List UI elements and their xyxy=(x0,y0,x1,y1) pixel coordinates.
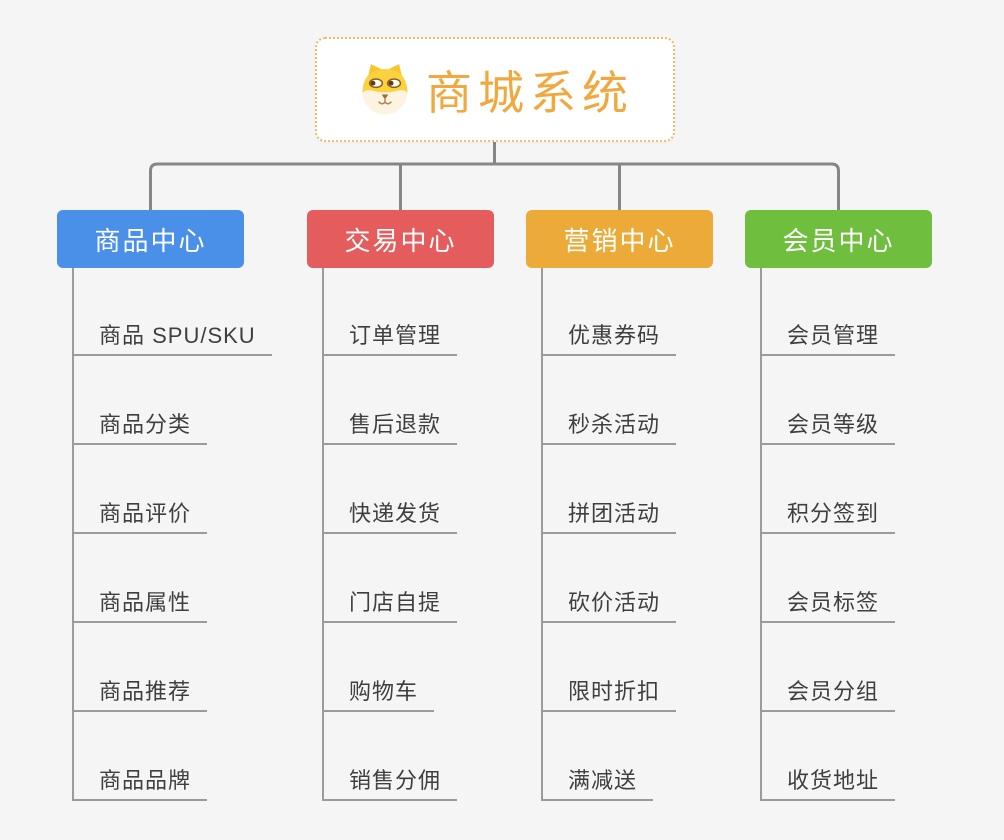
branch-node-member-center[interactable]: 会员中心 xyxy=(745,210,932,268)
leaf-item[interactable]: 商品分类 xyxy=(72,411,208,445)
branch-label: 营销中心 xyxy=(563,225,676,256)
leaf-item[interactable]: 商品品牌 xyxy=(72,767,208,801)
branch-label: 商品中心 xyxy=(94,225,207,256)
leaf-item[interactable]: 收货地址 xyxy=(760,767,896,801)
leaf-item[interactable]: 会员标签 xyxy=(760,589,896,623)
leaf-item[interactable]: 积分签到 xyxy=(760,500,896,534)
branch-node-product-center[interactable]: 商品中心 xyxy=(57,210,244,268)
leaf-item[interactable]: 商品 SPU/SKU xyxy=(72,322,272,356)
leaf-item[interactable]: 会员等级 xyxy=(760,411,896,445)
leaf-item[interactable]: 拼团活动 xyxy=(541,500,677,534)
leaf-item[interactable]: 订单管理 xyxy=(322,322,458,356)
branch-label: 交易中心 xyxy=(344,225,457,256)
leaf-item[interactable]: 购物车 xyxy=(322,678,435,712)
root-title: 商城系统 xyxy=(426,66,634,119)
shiba-dog-icon xyxy=(356,61,414,119)
branch-node-marketing-center[interactable]: 营销中心 xyxy=(526,210,713,268)
root-node[interactable]: 商城系统 xyxy=(315,37,675,142)
leaf-item[interactable]: 砍价活动 xyxy=(541,589,677,623)
leaf-item[interactable]: 限时折扣 xyxy=(541,678,677,712)
leaf-item[interactable]: 销售分佣 xyxy=(322,767,458,801)
leaf-item[interactable]: 商品属性 xyxy=(72,589,208,623)
leaf-item[interactable]: 会员分组 xyxy=(760,678,896,712)
branch-node-trade-center[interactable]: 交易中心 xyxy=(307,210,494,268)
leaf-item[interactable]: 秒杀活动 xyxy=(541,411,677,445)
leaf-item[interactable]: 售后退款 xyxy=(322,411,458,445)
leaf-item[interactable]: 会员管理 xyxy=(760,322,896,356)
leaf-item[interactable]: 满减送 xyxy=(541,767,654,801)
leaf-item[interactable]: 商品推荐 xyxy=(72,678,208,712)
leaf-item[interactable]: 门店自提 xyxy=(322,589,458,623)
leaf-item[interactable]: 商品评价 xyxy=(72,500,208,534)
leaf-item[interactable]: 快递发货 xyxy=(322,500,458,534)
branch-label: 会员中心 xyxy=(782,225,895,256)
leaf-item[interactable]: 优惠券码 xyxy=(541,322,677,356)
